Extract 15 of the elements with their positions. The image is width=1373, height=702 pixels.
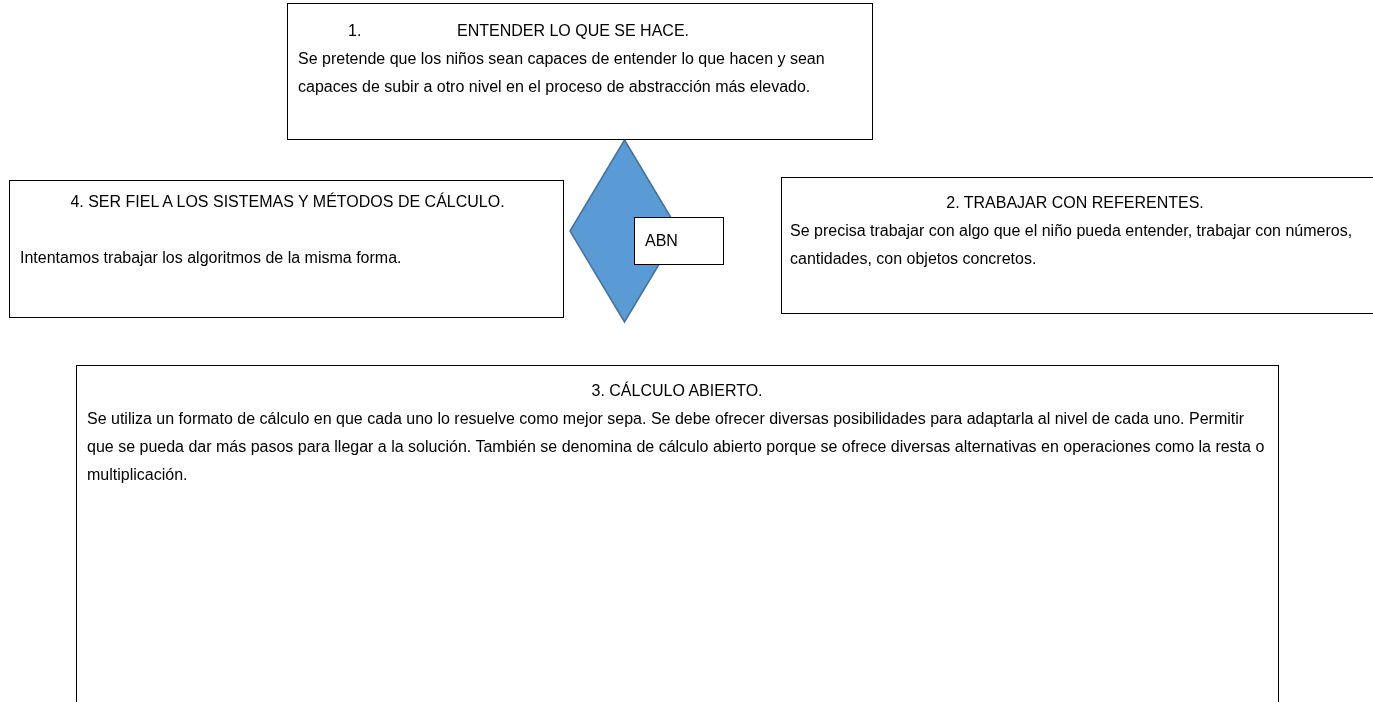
label-box bbox=[634, 217, 724, 265]
heading-text: 1. bbox=[348, 21, 363, 41]
text-box bbox=[76, 365, 1279, 702]
heading-text: 2. TRABAJAR CON REFERENTES. bbox=[945, 193, 1205, 213]
body-text: Intentamos trabajar los algoritmos de la misma forma. bbox=[20, 248, 403, 268]
body-text: Se utiliza un formato de cálculo en que cada uno lo resuelve como mejor sepa. Se debe ofrecer diversas posibilidades para adaptarla al nivel de cada uno. Permitir que se pueda dar más pasos para llegar a la solución. También se denomina de cálculo abierto porque se ofrece diversas alternativas en operaciones como la resta o multiplicación. bbox=[87, 409, 1266, 485]
text-box bbox=[9, 180, 564, 318]
label-text: ABN bbox=[645, 231, 679, 251]
heading-text: 4. SER FIEL A LOS SISTEMAS Y MÉTODOS DE CÁLCULO. bbox=[69, 191, 506, 212]
heading-text: ENTENDER LO QUE SE HACE. bbox=[455, 21, 690, 41]
body-text: Se precisa trabajar con algo que el niño pueda entender, trabajar con números, cantidades, con objetos concretos. bbox=[790, 221, 1354, 269]
text-box bbox=[287, 3, 873, 140]
text-box bbox=[781, 177, 1373, 314]
body-text: Se pretende que los niños sean capaces de entender lo que hacen y sean capaces de subir a otro nivel en el proceso de abstracción más elevado. bbox=[298, 49, 826, 97]
heading-text: 3. CÁLCULO ABIERTO. bbox=[590, 380, 764, 401]
